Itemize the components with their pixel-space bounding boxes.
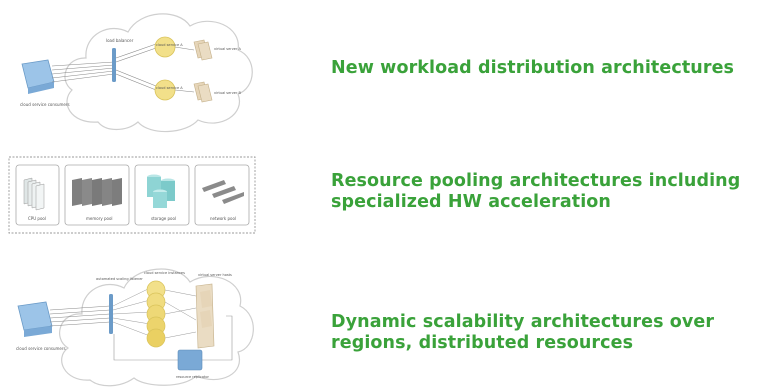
diagram-label: automated scaling listener [96, 277, 143, 281]
storage-pool-icon [134, 164, 190, 226]
diagram-label: cloud service instances [144, 271, 185, 275]
cloud-service-instances-icon [146, 280, 166, 348]
resource-pooling-diagram: CPU pool memory pool storage pool [8, 156, 258, 240]
diagram-label: cloud service consumers [16, 346, 66, 351]
dynamic-scalability-diagram: cloud service consumers automated scalin… [10, 256, 260, 392]
scaling-listener-icon [109, 294, 113, 334]
cloud-outline [64, 13, 253, 133]
diagram-label: virtual server A [214, 47, 241, 51]
network-pool-icon [194, 164, 250, 226]
cloud-service-consumers-icon [21, 59, 55, 94]
load-balancer-icon [112, 48, 116, 82]
diagram-label: virtual server hosts [198, 273, 232, 277]
cpu-pool-icon [15, 164, 60, 226]
cloud-service-icon [154, 36, 176, 58]
pool-label: CPU pool [28, 216, 46, 221]
pool-label: storage pool [151, 216, 176, 221]
diagram-label: resource replicator [176, 375, 210, 379]
diagram-label: virtual server B [214, 91, 241, 95]
cloud-service-icon [154, 79, 176, 101]
virtual-server-icon [193, 39, 213, 61]
diagram-label: cloud service A [156, 43, 183, 47]
virtual-server-hosts-icon [195, 283, 215, 349]
row-title-resource-pooling: Resource pooling architectures including… [331, 171, 741, 212]
diagram-label: cloud service consumers [20, 102, 70, 107]
pool-label: network pool [210, 216, 236, 221]
resource-replicator-icon [177, 349, 203, 371]
cloud-service-consumers-icon [17, 301, 53, 337]
diagram-label: cloud service A [156, 86, 183, 90]
virtual-server-icon [193, 81, 213, 103]
diagram-label: load balancer [106, 38, 134, 43]
row-title-workload-distribution: New workload distribution architectures [331, 58, 735, 78]
memory-pool-icon [64, 164, 130, 226]
workload-distribution-diagram: cloud service consumers load balancer cl… [10, 2, 260, 141]
row-title-dynamic-scalability: Dynamic scalability architectures over r… [331, 312, 715, 353]
pool-label: memory pool [86, 216, 113, 221]
